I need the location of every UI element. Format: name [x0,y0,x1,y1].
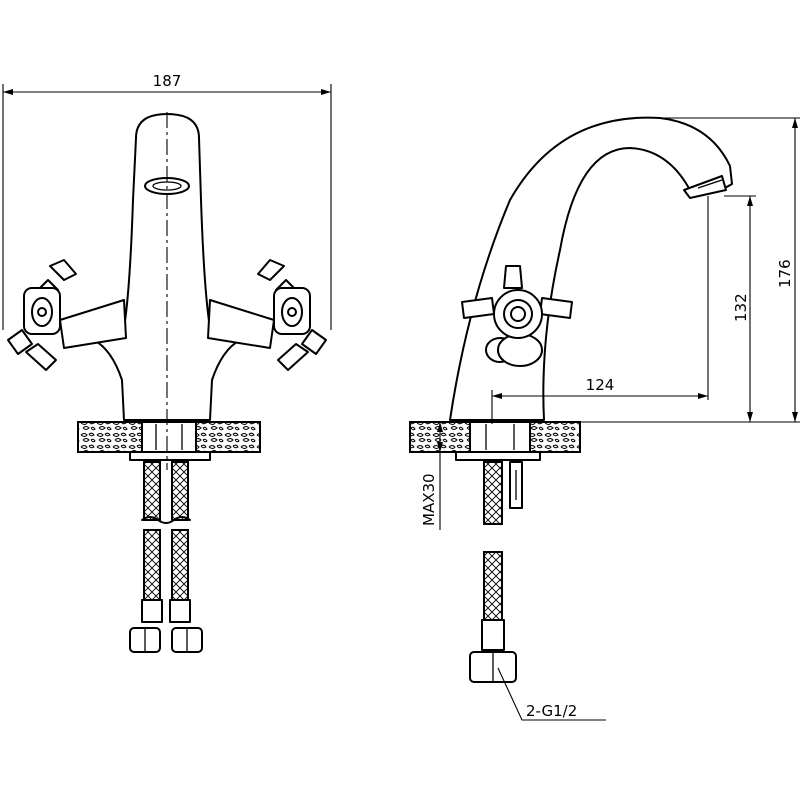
side-supply-hose [469,461,523,683]
front-deck-bore [141,421,197,453]
front-supply-hoses [129,461,203,653]
thread-callout: 2-G1/2 [497,667,606,721]
front-aerator [144,177,190,195]
side-faucet-body [449,116,733,421]
side-deck-right [529,421,581,453]
overall-height-value: 176 [776,259,794,288]
overall-height-dimension: 176 [660,117,800,422]
left-cross-handle [7,259,127,371]
right-cross-handle [207,259,327,371]
side-deck-bore [469,421,531,453]
width-value: 187 [153,72,182,90]
reach-dimension: 124 [491,196,709,424]
front-deck-right [195,421,261,453]
thread-value: 2-G1/2 [526,702,577,720]
max-thickness-value: MAX30 [420,473,438,526]
front-mounting-plate [129,451,211,461]
side-cross-handle [461,265,573,367]
front-deck-left [77,421,143,453]
width-dimension: 187 [2,72,332,330]
side-mounting-plate [455,451,541,461]
side-view: MAX30 124 132 176 2-G1/2 [409,116,800,721]
reach-value: 124 [586,376,615,394]
front-view: 187 [2,72,332,653]
side-aerator [683,175,727,199]
spout-height-value: 132 [732,293,750,322]
spout-height-dimension: 132 [724,195,756,422]
max-thickness-dimension: MAX30 [420,422,456,530]
